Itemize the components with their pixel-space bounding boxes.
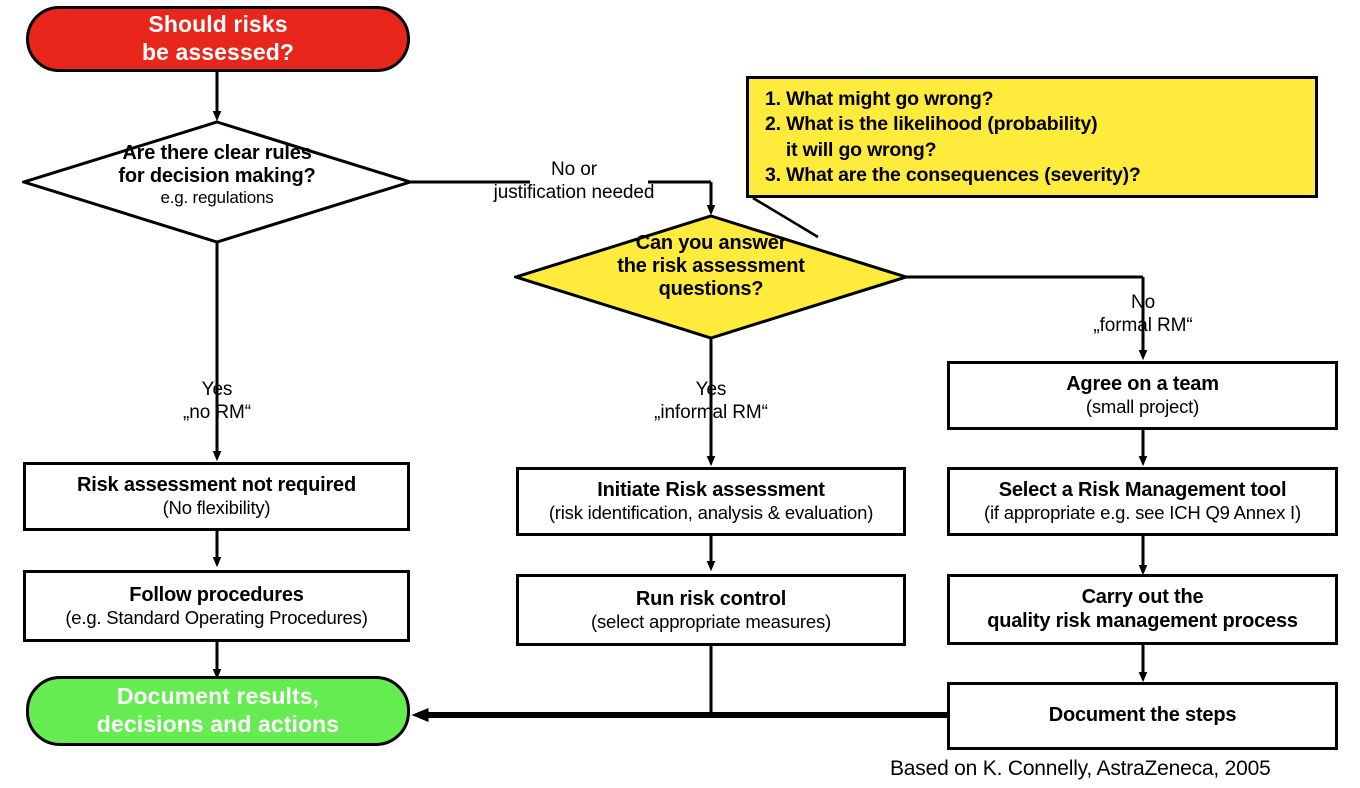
edge-label-questions-yes-line-1: Yes [695,379,727,400]
edge-label-questions-no-line-1: No [1130,292,1156,313]
initiate-risk-assessment-title: Initiate Risk assessment [597,479,825,502]
edge-label-questions-yes-line-2: „informal RM“ [654,402,768,424]
risk-assessment-not-required-sub: (No flexibility) [162,497,271,519]
decision-clear-rules-shape [22,120,412,244]
start-line-1: Should risks [148,11,288,38]
node-decision-clear-rules[interactable]: Are there clear rules for decision makin… [22,120,412,244]
agree-on-a-team-sub: (small project) [1085,396,1200,418]
decision-clear-rules-line-1: Are there clear rules [122,142,312,164]
node-carry-out-quality-risk-management-process[interactable]: Carry out the quality risk management pr… [947,574,1338,645]
edge-label-rules-no-line-2: justification needed [493,182,655,204]
edge-label-rules-no-line-1: No or [551,159,597,180]
node-select-risk-management-tool[interactable]: Select a Risk Management tool (if approp… [947,467,1338,536]
node-initiate-risk-assessment[interactable]: Initiate Risk assessment (risk identific… [516,467,906,536]
initiate-risk-assessment-sub: (risk identification, analysis & evaluat… [548,502,874,524]
select-risk-management-tool-title: Select a Risk Management tool [998,479,1287,502]
note-risk-assessment-questions: 1. What might go wrong? 2. What is the l… [746,76,1318,198]
node-run-risk-control[interactable]: Run risk control (select appropriate mea… [516,574,906,646]
edge-label-questions-no-line-2: „formal RM“ [1093,315,1193,337]
decision-can-you-answer-line-3: questions? [658,278,764,301]
run-risk-control-sub: (select appropriate measures) [591,610,831,632]
follow-procedures-sub: (e.g. Standard Operating Procedures) [65,606,368,628]
run-risk-control-title: Run risk control [635,587,787,610]
select-risk-management-tool-sub: (if appropriate e.g. see ICH Q9 Annex I) [984,502,1301,524]
note-item-1: 1. What might go wrong? [765,88,994,110]
edge-label-rules-yes-line-1: Yes [201,379,233,400]
edge-label-questions-no: No „formal RM“ [1043,291,1243,337]
node-document-results-decisions-actions[interactable]: Document results, decisions and actions [26,676,410,746]
start-line-2: be assessed? [141,39,295,65]
risk-assessment-not-required-title: Risk assessment not required [77,474,356,497]
credit-attribution: Based on K. Connelly, AstraZeneca, 2005 [890,757,1271,780]
agree-on-a-team-title: Agree on a team [1066,373,1219,396]
decision-clear-rules-line-2: for decision making? [118,165,316,188]
decision-clear-rules-label: Are there clear rules for decision makin… [22,142,412,208]
note-item-4: 3. What are the consequences (severity)? [765,164,1141,187]
node-follow-procedures[interactable]: Follow procedures (e.g. Standard Operati… [23,570,410,642]
end-line-2: decisions and actions [96,711,340,737]
note-item-3: it will go wrong? [765,138,937,161]
document-the-steps-title: Document the steps [1048,704,1237,727]
carry-out-qrm-sub: quality risk management process [987,609,1298,632]
decision-clear-rules-sub: e.g. regulations [160,188,274,208]
decision-can-you-answer-line-1: Can you answer [635,232,787,254]
edge-label-rules-yes: Yes „no RM“ [117,378,317,424]
edge-label-rules-no: No or justification needed [469,158,679,204]
carry-out-qrm-title: Carry out the [1081,586,1204,609]
node-decision-can-you-answer[interactable]: Can you answer the risk assessment quest… [514,214,908,340]
follow-procedures-title: Follow procedures [129,583,304,606]
end-line-1: Document results, [116,683,320,710]
node-start-should-risks-be-assessed[interactable]: Should risks be assessed? [26,6,410,72]
decision-can-you-answer-line-2: the risk assessment [617,255,805,278]
node-document-the-steps[interactable]: Document the steps [947,682,1338,750]
decision-can-you-answer-shape [514,214,908,340]
edge-label-rules-yes-line-2: „no RM“ [183,402,251,424]
node-risk-assessment-not-required[interactable]: Risk assessment not required (No flexibi… [23,462,410,531]
edge-label-questions-yes: Yes „informal RM“ [611,378,811,424]
node-agree-on-a-team[interactable]: Agree on a team (small project) [947,361,1338,430]
note-item-2: 2. What is the likelihood (probability) [765,113,1098,136]
decision-can-you-answer-label: Can you answer the risk assessment quest… [514,232,908,302]
